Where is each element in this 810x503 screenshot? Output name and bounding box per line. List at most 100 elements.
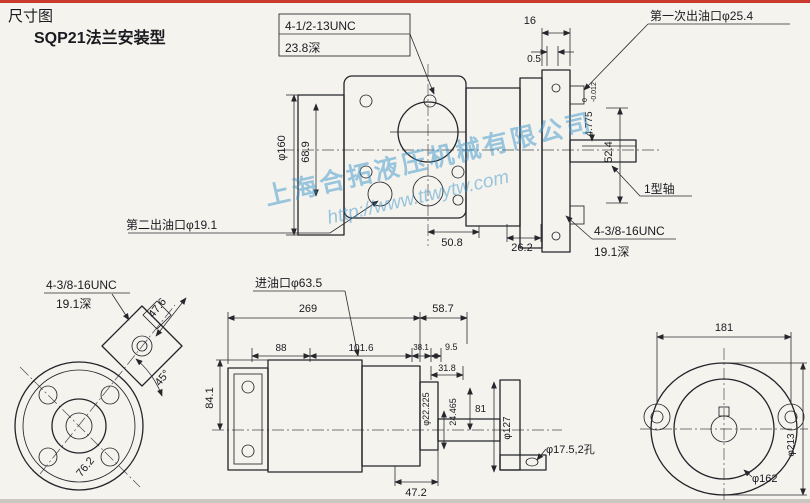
dim-81: 81: [467, 387, 487, 431]
dim-689-label: 68.9: [300, 141, 312, 162]
dim-381-label: 38.1: [413, 343, 429, 352]
flange-hole: [551, 231, 561, 241]
rear-cover-outline: [419, 381, 439, 451]
dim-524-label: 52.4: [603, 141, 615, 162]
callout-shaft-type: 1型轴: [611, 165, 692, 197]
scan-edge-bottom: [0, 499, 810, 503]
dim-16-label: 16: [524, 15, 536, 27]
shaft-type-label: 1型轴: [644, 181, 675, 196]
dim-width-181: 181: [656, 322, 792, 402]
dim-length-269: 269 58.7: [227, 303, 468, 364]
bolt-depth-label: 23.8深: [285, 41, 320, 55]
dim-shaft-dia: φ22.225 24.465: [421, 392, 458, 450]
top-view: 4-1/2-13UNC 23.8深 16 0.5 第一次出油口φ25.4: [126, 9, 790, 259]
second-outlet-label: 第二出油口φ19.1: [126, 218, 217, 232]
dim-841: 84.1: [204, 359, 268, 431]
callout-rear-bolt: 4-3/8-16UNC 19.1深: [565, 215, 676, 259]
dim-phi127-label: φ127: [502, 416, 513, 440]
dim-key-label: 4.775: [584, 111, 595, 136]
dim-22225-label: φ22.225: [421, 392, 431, 425]
dim-height: 68.9: [300, 103, 319, 197]
bolt-hole: [100, 447, 120, 467]
ear-hole: [784, 410, 798, 424]
bolt-hole: [38, 447, 58, 467]
flange-outer-circle: [14, 361, 144, 491]
dim-port-offset: 50.8: [427, 226, 480, 249]
outlet-boss-top: [569, 85, 585, 105]
rear-bolt-depth-label: 19.1深: [594, 245, 629, 259]
dim-05-label: 0.5: [527, 54, 541, 65]
bolt-hole: [451, 165, 465, 179]
dim-472: 47.2: [394, 450, 439, 499]
bolt-hole: [359, 94, 373, 108]
dim-phi213-label: φ213: [786, 433, 797, 457]
dim-key-tol-upper: 0: [582, 98, 589, 102]
dim-318-label: 31.8: [438, 363, 456, 373]
bolt-hole: [241, 380, 255, 394]
mount-ear: [643, 403, 671, 431]
callout-front-bolt: 4-3/8-16UNC 19.1深: [44, 278, 130, 321]
keyway: [718, 406, 730, 417]
dim-flange-dia: φ160: [276, 94, 298, 236]
bolt-hole: [423, 94, 437, 108]
pump-body-outline: [297, 69, 637, 253]
dim-841-label: 84.1: [204, 387, 216, 408]
bolt-hole: [359, 165, 373, 179]
angle-45-label: 45°: [153, 368, 173, 388]
outlet-port-circle: [367, 181, 393, 207]
dim-angle-45: 45°: [135, 358, 173, 397]
rear-view: 181 φ213 φ162: [640, 322, 808, 500]
bolt-hole: [241, 444, 255, 458]
dim-269-label: 269: [299, 303, 317, 315]
dim-key-tol-lower: -0.012: [591, 82, 598, 102]
dim-key-width: 4.775 0 -0.012: [582, 82, 598, 142]
inlet-label: 进油口φ63.5: [255, 276, 322, 290]
dim-pilot-127: φ127: [491, 381, 513, 473]
rear-bolt-callout-label: 4-3/8-16UNC: [594, 224, 665, 238]
page-title: SQP21法兰安装型: [34, 28, 166, 47]
dim-diag-762: 76.2: [74, 455, 97, 479]
mount-ear: [777, 403, 805, 431]
dim-inner-162: φ162: [743, 469, 778, 485]
pilot-bore-circle: [51, 398, 107, 454]
front-bolt-callout-label: 4-3/8-16UNC: [46, 278, 117, 292]
bolt-hole: [100, 385, 120, 405]
diagonal-centerline: [19, 366, 141, 488]
dim-508-label: 50.8: [441, 237, 462, 249]
dim-472-label: 47.2: [405, 487, 426, 499]
side-view: 进油口φ63.5 269 58.7 88 101.6 38.1: [204, 276, 595, 499]
mounting-flange-outline: [541, 69, 571, 253]
small-port-circle: [452, 194, 464, 206]
bracket-foot-outline: [499, 454, 547, 471]
mount-hole: [525, 457, 539, 467]
front-bolt-depth-label: 19.1深: [56, 297, 91, 311]
callout-first-outlet: 第一次出油口φ25.4: [583, 9, 790, 91]
dim-row-secondary: 88 101.6 38.1 9.5: [251, 342, 458, 362]
bolt-callout-label: 4-1/2-13UNC: [285, 19, 356, 33]
dim-outer-213: φ213: [726, 362, 807, 496]
shaft-outline: [569, 139, 637, 163]
dim-587-label: 58.7: [432, 303, 453, 315]
outlet-port-circle: [412, 175, 444, 207]
dim-262-label: 26.2: [511, 242, 532, 254]
face-features: [359, 83, 561, 241]
dim-81-label: 81: [475, 404, 487, 415]
dim-gap: 26.2: [506, 224, 542, 254]
dim-step: 0.5: [527, 46, 574, 66]
dim-318: 31.8: [430, 363, 464, 380]
dim-phi160-label: φ160: [276, 135, 288, 161]
ear-hole: [650, 410, 664, 424]
watermark: 上海合拓液压机械有限公司 http://www.ttwytw.com: [262, 107, 596, 228]
diagonal-centerline: [39, 304, 176, 475]
dim-shaft-length: 52.4: [603, 107, 628, 204]
callout-second-outlet: 第二出油口φ19.1: [126, 200, 379, 234]
dim-flange-thickness: 16: [524, 15, 571, 66]
sheet-label: 尺寸图: [8, 8, 53, 25]
callout-bolt-unc-top: 4-1/2-13UNC 23.8深: [278, 13, 435, 95]
side-body-outline: [227, 359, 547, 473]
dim-181-label: 181: [715, 322, 733, 334]
dim-24465-label: 24.465: [448, 398, 458, 426]
dim-95-label: 9.5: [445, 342, 458, 352]
dim-1016-label: 101.6: [348, 343, 373, 354]
